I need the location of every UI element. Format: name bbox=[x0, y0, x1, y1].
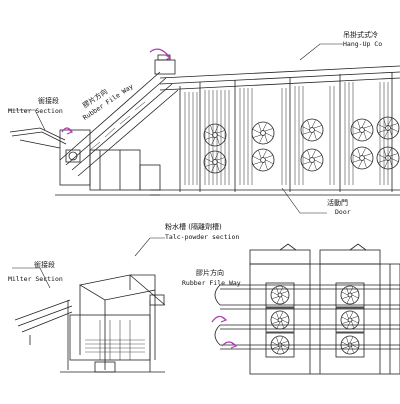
fan-icon bbox=[203, 150, 227, 174]
fan-housing bbox=[335, 332, 365, 358]
flow-direction-arrowhead bbox=[66, 128, 74, 135]
milter-label-cn-bottom: 銜接段 bbox=[34, 261, 55, 269]
flow-direction-arrow bbox=[149, 48, 171, 59]
fan-icon bbox=[340, 285, 360, 305]
fan-housing bbox=[335, 282, 365, 308]
fan-icon bbox=[350, 146, 374, 170]
milter-label-en-bottom: Milter Section bbox=[8, 275, 63, 283]
flow-direction-arrowhead bbox=[230, 342, 238, 349]
door-label-en: Door bbox=[335, 208, 351, 216]
talc-label-cn: 粉水槽 (隔離劑槽) bbox=[165, 223, 222, 231]
door-label-cn: 活動門 bbox=[327, 199, 348, 207]
talc-label-en: Talc-powder section bbox=[165, 233, 240, 241]
bottom-right-elevation bbox=[214, 243, 400, 375]
fan-icon bbox=[251, 121, 275, 145]
fan-housing bbox=[335, 307, 365, 333]
fan-icon bbox=[300, 118, 324, 142]
hang-up-label-en: Hang-Up Co bbox=[343, 40, 383, 48]
rubber-way-label-en-bottom: Rubber File Way bbox=[182, 279, 241, 287]
top-elevation bbox=[9, 54, 400, 196]
fan-icon bbox=[340, 335, 360, 355]
fan-icon bbox=[251, 148, 275, 172]
flow-direction-arrowhead bbox=[220, 316, 228, 323]
fan-icon bbox=[340, 310, 360, 330]
flow-direction-arrowhead bbox=[164, 54, 172, 61]
fan-icon bbox=[376, 146, 400, 170]
fan-icon bbox=[300, 148, 324, 172]
hang-up-label-cn: 吊掛式式冷 bbox=[343, 31, 378, 39]
fan-icon bbox=[350, 118, 374, 142]
fan-icon bbox=[270, 335, 290, 355]
fan-icon bbox=[203, 123, 227, 147]
fan-housing bbox=[265, 282, 295, 308]
fan-icon bbox=[270, 285, 290, 305]
milter-label-en-top: Milter Section bbox=[8, 107, 63, 115]
fan-housing bbox=[265, 332, 295, 358]
rubber-way-label-cn-bottom: 膠片方向 bbox=[196, 269, 224, 277]
bottom-left-elevation bbox=[14, 274, 166, 373]
fan-icon bbox=[270, 310, 290, 330]
fan-icon bbox=[376, 116, 400, 140]
fan-housing bbox=[265, 307, 295, 333]
milter-label-cn-top: 銜接段 bbox=[38, 97, 59, 105]
